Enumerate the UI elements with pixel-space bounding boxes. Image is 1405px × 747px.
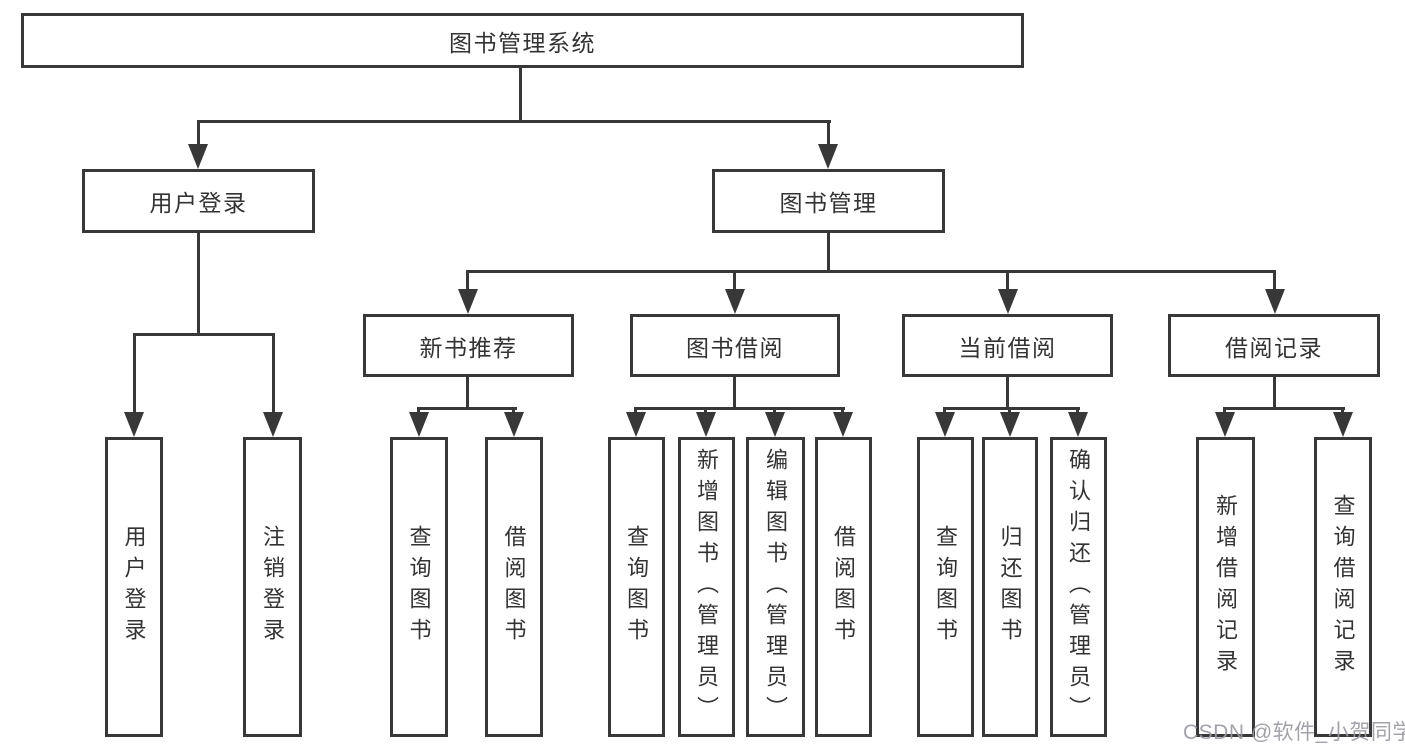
arrowhead-down-icon — [1333, 412, 1353, 437]
node-user-login: 用户登录 — [82, 169, 315, 233]
connector-line — [1006, 377, 1009, 410]
leaf-confirm-return-admin: 确认归还（管理员） — [1050, 437, 1107, 737]
leaf-label: 用户登录 — [121, 525, 147, 649]
leaf-label: 新增图书（管理员） — [694, 447, 720, 727]
connector-line — [1008, 407, 1011, 415]
leaf-label: 查询图书 — [406, 525, 432, 649]
node-new-book-recommend-label: 新书推荐 — [419, 334, 518, 361]
leaf-label: 查询借阅记录 — [1330, 494, 1356, 680]
connector-line — [1006, 270, 1009, 292]
connector-line — [704, 407, 707, 415]
leaf-logout: 注销登录 — [243, 437, 302, 737]
leaf-label: 新增借阅记录 — [1213, 494, 1239, 680]
connector-line — [466, 377, 469, 410]
leaf-label: 注销登录 — [260, 525, 286, 649]
leaf-label: 查询图书 — [933, 525, 959, 649]
node-borrowing-records: 借阅记录 — [1168, 314, 1380, 377]
connector-line — [417, 407, 420, 415]
node-current-borrowing: 当前借阅 — [902, 314, 1113, 377]
connector-line — [733, 377, 736, 410]
connector-line — [466, 270, 1276, 273]
node-book-borrowing-label: 图书借阅 — [686, 334, 784, 361]
arrowhead-down-icon — [998, 289, 1018, 314]
connector-line — [197, 233, 200, 335]
arrowhead-down-icon — [1000, 412, 1020, 437]
connector-line — [944, 407, 1080, 410]
leaf-label: 查询图书 — [624, 525, 650, 649]
connector-line — [733, 270, 736, 292]
node-current-borrowing-label: 当前借阅 — [958, 334, 1057, 361]
connector-line — [272, 333, 275, 413]
connector-line — [133, 333, 275, 336]
arrowhead-down-icon — [626, 412, 646, 437]
connector-line — [773, 407, 776, 415]
arrowhead-down-icon — [1265, 289, 1285, 314]
node-root-label: 图书管理系统 — [449, 29, 596, 56]
connector-line — [827, 233, 830, 273]
arrowhead-down-icon — [818, 144, 838, 169]
connector-line — [841, 407, 844, 415]
connector-line — [512, 407, 515, 415]
leaf-add-borrow-record: 新增借阅记录 — [1196, 437, 1255, 737]
node-user-login-label: 用户登录 — [149, 190, 248, 216]
arrowhead-down-icon — [263, 412, 283, 437]
connector-line — [1273, 377, 1276, 410]
connector-line — [417, 407, 517, 410]
leaf-user-login: 用户登录 — [105, 437, 163, 737]
arrowhead-down-icon — [1068, 412, 1088, 437]
node-book-management: 图书管理 — [712, 169, 945, 233]
connector-line — [1076, 407, 1079, 415]
csdn-watermark: CSDN @软件_小贺同学 — [1183, 721, 1405, 744]
leaf-add-books-admin: 新增图书（管理员） — [678, 437, 735, 737]
connector-line — [466, 270, 469, 292]
leaf-current-query-books: 查询图书 — [917, 437, 974, 737]
leaf-label: 借阅图书 — [831, 525, 857, 649]
leaf-borrowing-query-books: 查询图书 — [608, 437, 665, 737]
connector-line — [943, 407, 946, 415]
leaf-return-books: 归还图书 — [982, 437, 1038, 737]
arrowhead-down-icon — [409, 412, 429, 437]
arrowhead-down-icon — [1215, 412, 1235, 437]
leaf-label: 借阅图书 — [501, 525, 527, 649]
leaf-edit-books-admin: 编辑图书（管理员） — [746, 437, 805, 737]
arrowhead-down-icon — [725, 289, 745, 314]
connector-line — [635, 407, 845, 410]
arrowhead-down-icon — [124, 412, 144, 437]
connector-line — [133, 333, 136, 413]
connector-line — [1224, 407, 1345, 410]
leaf-query-borrow-record: 查询借阅记录 — [1314, 437, 1372, 737]
arrowhead-down-icon — [765, 412, 785, 437]
arrowhead-down-icon — [188, 144, 208, 169]
arrowhead-down-icon — [833, 412, 853, 437]
arrowhead-down-icon — [935, 412, 955, 437]
connector-line — [197, 120, 200, 148]
leaf-label: 归还图书 — [997, 525, 1023, 649]
node-new-book-recommend: 新书推荐 — [363, 314, 574, 377]
connector-line — [197, 120, 831, 123]
arrowhead-down-icon — [696, 412, 716, 437]
leaf-label: 编辑图书（管理员） — [763, 447, 789, 727]
connector-line — [634, 407, 637, 415]
connector-line — [827, 120, 830, 148]
node-book-borrowing: 图书借阅 — [630, 314, 840, 377]
leaf-recommend-query-books: 查询图书 — [390, 437, 448, 737]
arrowhead-down-icon — [458, 289, 478, 314]
connector-line — [519, 68, 522, 123]
connector-line — [1223, 407, 1226, 415]
connector-line — [1273, 270, 1276, 292]
leaf-recommend-borrow-books: 借阅图书 — [485, 437, 543, 737]
leaf-label: 确认归还（管理员） — [1066, 447, 1092, 727]
connector-line — [1341, 407, 1344, 415]
leaf-borrow-books: 借阅图书 — [815, 437, 872, 737]
node-root: 图书管理系统 — [21, 13, 1024, 68]
node-borrowing-records-label: 借阅记录 — [1225, 334, 1323, 361]
arrowhead-down-icon — [504, 412, 524, 437]
node-book-management-label: 图书管理 — [779, 190, 878, 216]
